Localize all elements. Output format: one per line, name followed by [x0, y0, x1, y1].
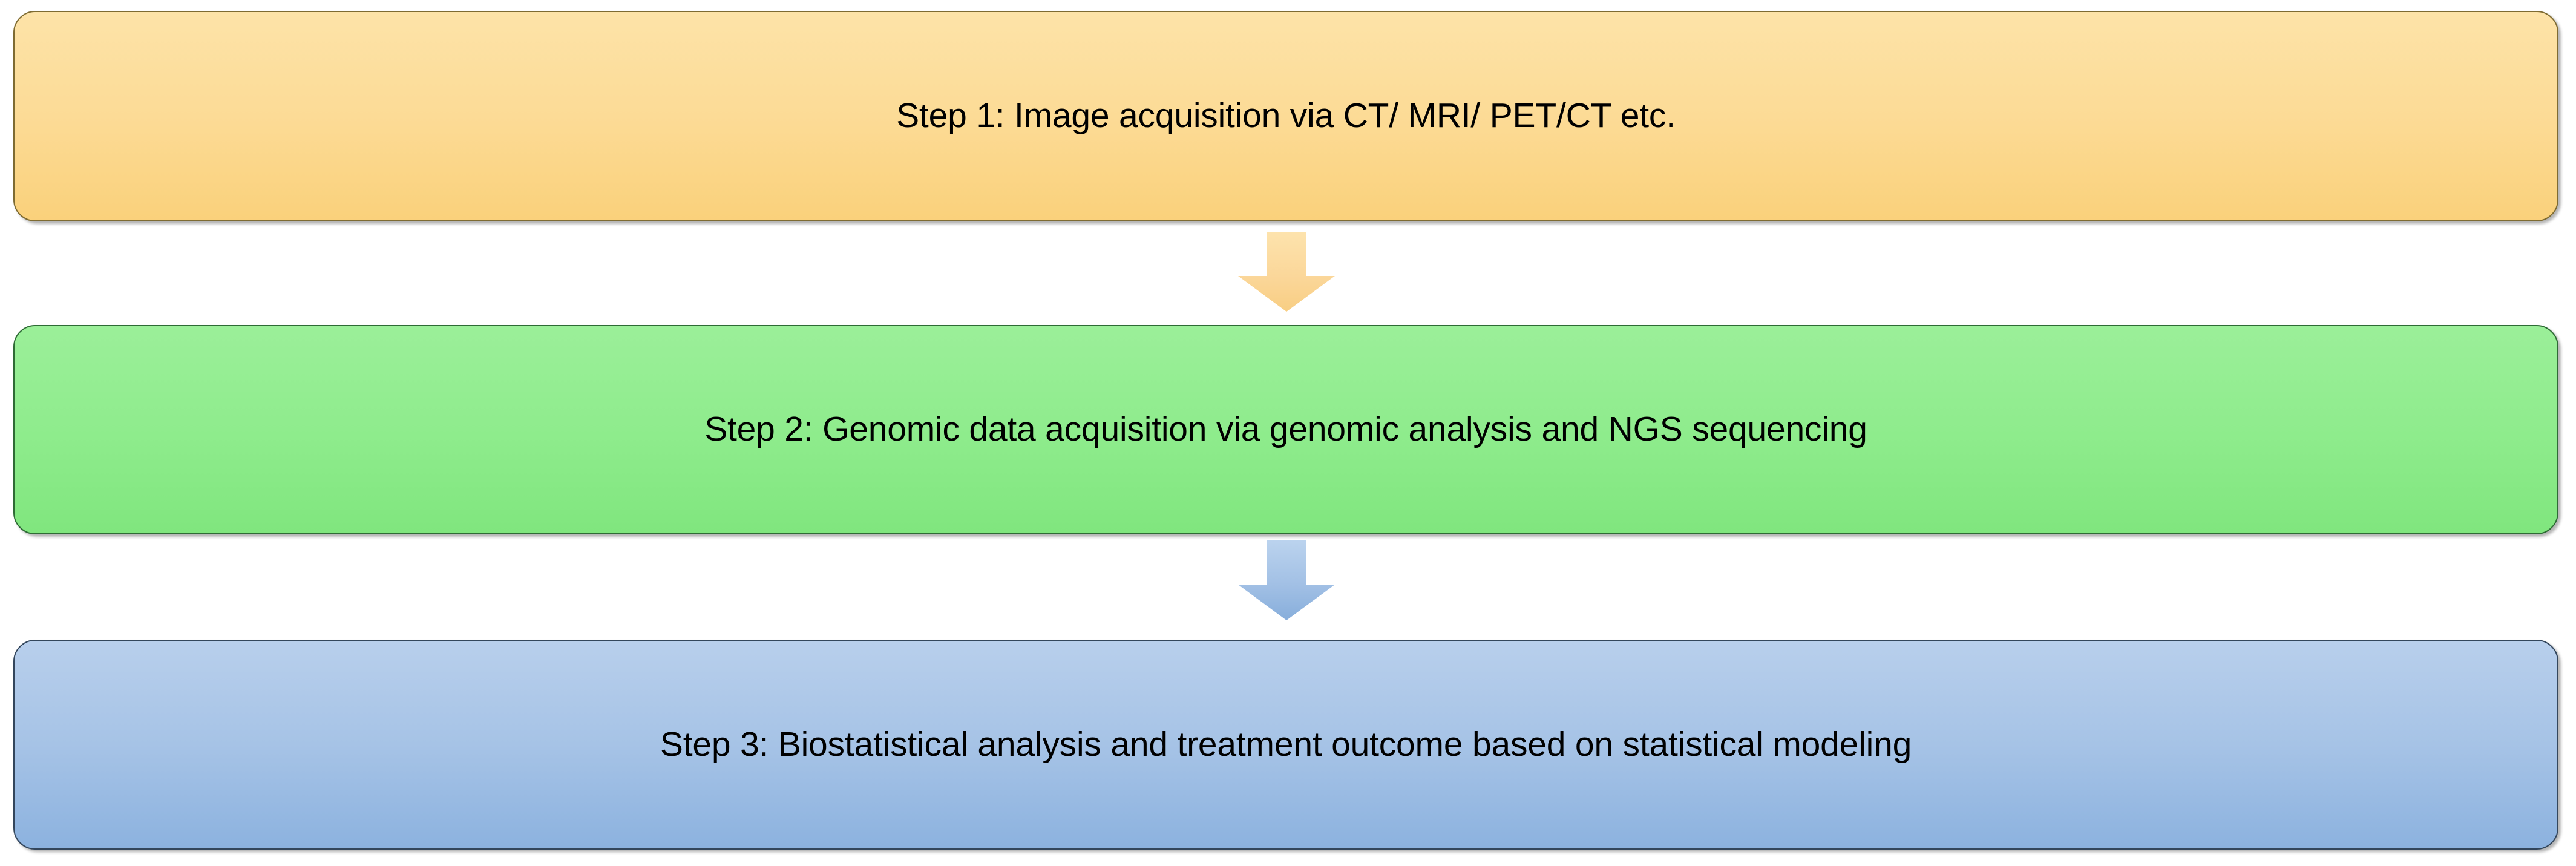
flow-step-label-3: Step 3: Biostatistical analysis and trea…: [660, 724, 1912, 764]
flow-step-box-1[interactable]: Step 1: Image acquisition via CT/ MRI/ P…: [13, 11, 2558, 221]
arrow-down-icon-step2-to-step3: [1238, 540, 1335, 620]
arrow-down-icon-step1-to-step2: [1238, 232, 1335, 312]
flow-step-label-1: Step 1: Image acquisition via CT/ MRI/ P…: [896, 96, 1676, 136]
flow-step-box-2[interactable]: Step 2: Genomic data acquisition via gen…: [13, 325, 2558, 534]
flow-step-box-3[interactable]: Step 3: Biostatistical analysis and trea…: [13, 640, 2558, 850]
flow-step-label-2: Step 2: Genomic data acquisition via gen…: [704, 410, 1867, 449]
